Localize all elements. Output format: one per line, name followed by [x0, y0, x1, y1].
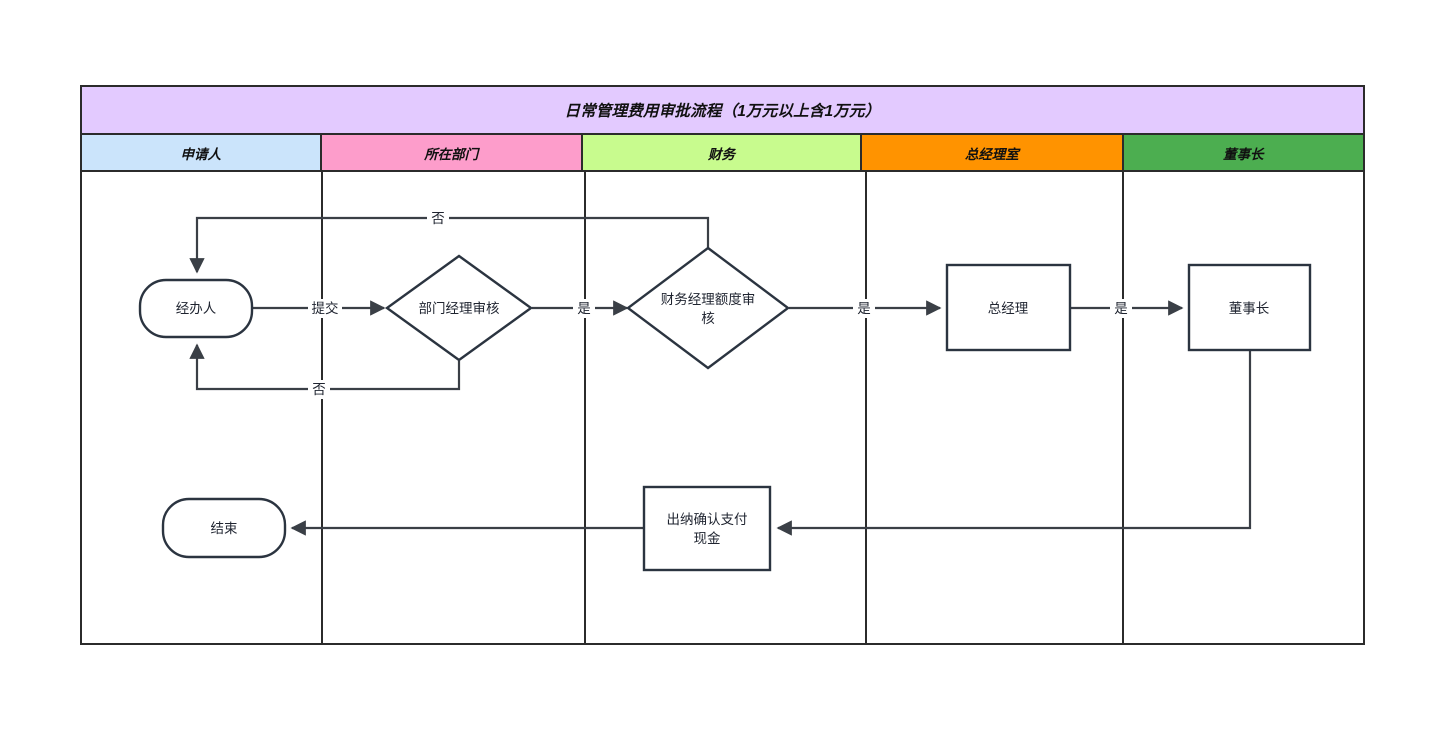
- diagram-title: 日常管理费用审批流程（1万元以上含1万元）: [80, 85, 1365, 135]
- lane-header-row: 申请人 所在部门 财务 总经理室 董事长: [80, 135, 1365, 172]
- lane-header-chairman: 董事长: [1121, 135, 1365, 172]
- lane-divider-4: [1122, 172, 1124, 645]
- lane-divider-1: [321, 172, 323, 645]
- lane-header-finance: 财务: [580, 135, 863, 172]
- lane-header-department: 所在部门: [319, 135, 583, 172]
- lane-header-gm-office: 总经理室: [860, 135, 1124, 172]
- lane-header-applicant: 申请人: [80, 135, 322, 172]
- lane-divider-2: [584, 172, 586, 645]
- lane-divider-3: [865, 172, 867, 645]
